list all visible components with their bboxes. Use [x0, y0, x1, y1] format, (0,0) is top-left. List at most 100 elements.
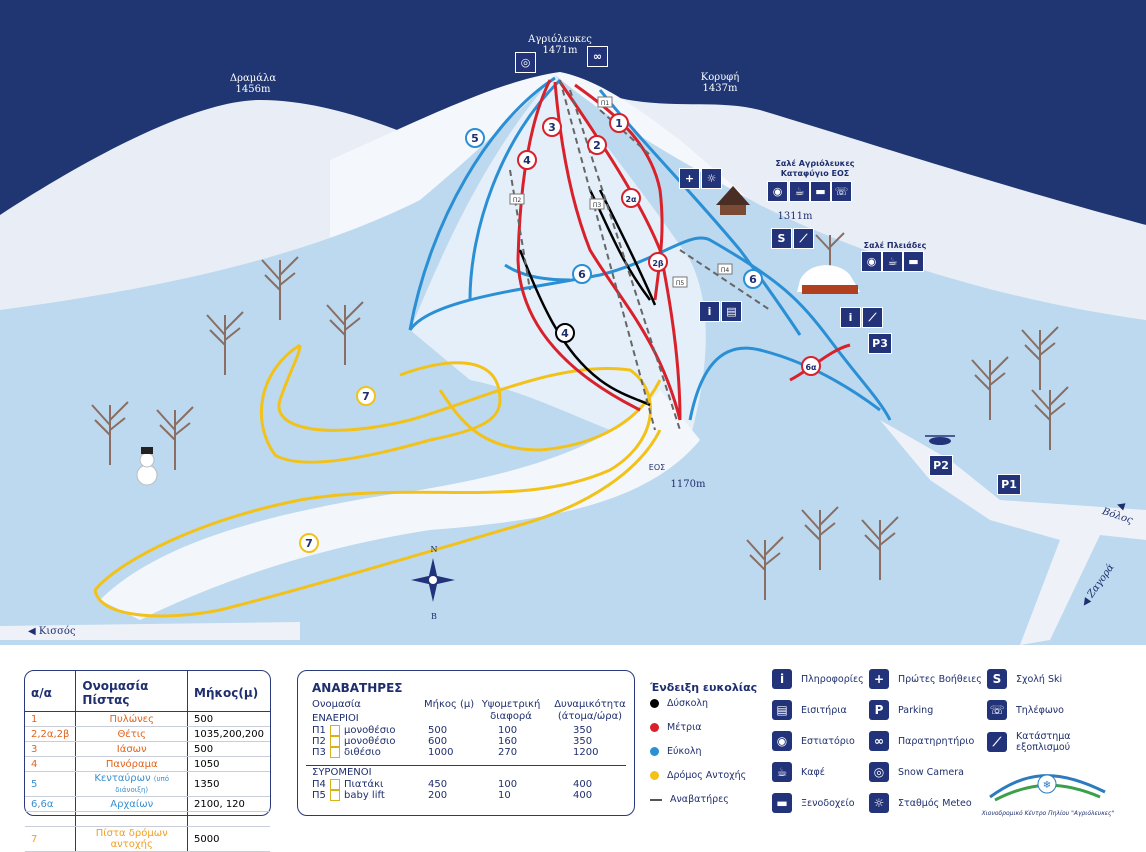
lifts-surface-label: ΣΥΡΟΜΕΝΟΙ: [312, 767, 372, 778]
lift-lines: [509, 79, 771, 431]
route-marker[interactable]: [801, 356, 821, 376]
route-marker-label: 6α: [805, 363, 817, 372]
service-item: ▬Ξενοδοχείο: [772, 793, 855, 813]
piste-num: 2,2α,2β: [25, 726, 76, 742]
col-length: Μήκος(μ): [187, 671, 270, 712]
route-marker[interactable]: [648, 252, 668, 272]
difficulty-item: Δύσκολη: [650, 698, 708, 709]
route-marker[interactable]: [542, 117, 562, 137]
road-kissos-label: ◀ Κισσός: [28, 626, 76, 637]
hotel-icon[interactable]: ▬: [903, 251, 924, 272]
piste-length: 1035,200,200: [187, 726, 270, 742]
difficulty-title: Ένδειξη ευκολίας: [650, 681, 758, 694]
difficulty-dot-icon: [650, 699, 659, 708]
restaurant-icon[interactable]: ◉: [767, 181, 788, 202]
lift-altitude: 10: [498, 790, 511, 801]
service-item: ☏Τηλέφωνο: [987, 700, 1097, 720]
lift-length: 450: [428, 779, 448, 790]
meteo-icon: ☼: [869, 793, 889, 813]
piste-num: 1: [25, 711, 76, 727]
service-label: Καφέ: [801, 766, 825, 778]
ski-rental-icon[interactable]: ⟋: [793, 228, 814, 249]
piste-length: 1050: [187, 756, 270, 772]
route-marker[interactable]: [572, 264, 592, 284]
service-item: ☼ Σταθμός Meteo: [869, 793, 972, 813]
route-marker-label: 7: [305, 537, 313, 550]
helicopter-icon: [925, 435, 955, 445]
route-marker[interactable]: [609, 113, 629, 133]
route-marker[interactable]: [555, 323, 575, 343]
ski-school-icon[interactable]: S: [771, 228, 792, 249]
coffee-icon[interactable]: ☕: [882, 251, 903, 272]
parking-p1[interactable]: P1: [997, 474, 1021, 495]
service-item: ☕Καφέ: [772, 762, 825, 782]
restaurant-icon: ◉: [772, 731, 792, 751]
lift-code: Π5: [312, 790, 326, 801]
piste-name: Πίστα δρόμων αντοχής: [75, 826, 189, 852]
route-marker[interactable]: [517, 150, 537, 170]
route-marker-label: 6: [578, 268, 586, 281]
parking-p3[interactable]: P3: [868, 333, 892, 354]
lift-altitude: 270: [498, 747, 518, 758]
base-altitude-label: 1170m: [670, 479, 706, 490]
lift-code: Π3: [312, 747, 326, 758]
restaurant-icon[interactable]: ◉: [861, 251, 882, 272]
coffee-icon[interactable]: ☕: [789, 181, 810, 202]
info-icon: i: [772, 669, 792, 689]
route-marker[interactable]: [356, 386, 376, 406]
ticket-icon[interactable]: ▤: [721, 301, 742, 322]
parking-p2[interactable]: P2: [929, 455, 953, 476]
route-marker[interactable]: [465, 128, 485, 148]
lift-type: διθέσιο: [344, 747, 381, 758]
service-label: Κατάστημα εξοπλισμού: [1016, 731, 1071, 753]
route-marker[interactable]: [587, 135, 607, 155]
ski-rental-icon[interactable]: ⟋: [862, 307, 883, 328]
lifts-col-len: Μήκος (μ): [424, 699, 475, 710]
binoculars-icon[interactable]: ∞: [587, 46, 608, 67]
piste-num: 4: [25, 756, 76, 772]
piste-num: 7: [25, 826, 76, 852]
meteo-icon[interactable]: ☼: [701, 168, 722, 189]
phone-icon: ☏: [987, 700, 1007, 720]
service-label: Σταθμός Meteo: [898, 797, 972, 809]
route-marker-label: 7: [362, 390, 370, 403]
phone-icon[interactable]: ☏: [831, 181, 852, 202]
info-icon[interactable]: i: [699, 301, 720, 322]
piste-length: 2100, 120: [187, 796, 270, 812]
binoculars-icon: ∞: [869, 731, 889, 751]
service-label: Εισιτήρια: [801, 704, 847, 716]
first-aid-icon[interactable]: +: [679, 168, 700, 189]
service-item: S Σχολή Ski: [987, 669, 1097, 689]
compass-south: B: [431, 612, 437, 621]
service-item: ◎Snow Camera: [869, 762, 964, 782]
piste-num: 6,6α: [25, 796, 76, 812]
piste-name: [75, 811, 189, 827]
route-marker-label: 5: [471, 132, 479, 145]
snow-camera-icon[interactable]: ◎: [515, 52, 536, 73]
service-label: Σχολή Ski: [1016, 673, 1063, 685]
mid-altitude-label: 1311m: [777, 211, 813, 222]
route-marker-label: 2α: [625, 195, 637, 204]
ski-school-icon: S: [987, 669, 1007, 689]
lifts-title: ΑΝΑΒΑΤΗΡΕΣ: [312, 681, 403, 695]
difficulty-item: Αναβατήρες: [650, 794, 729, 805]
logo-text: Χιονοδρομικό Κέντρο Πηλίου "Αγριόλευκες": [981, 810, 1115, 817]
route-marker[interactable]: [621, 188, 641, 208]
lift-length: 500: [428, 725, 448, 736]
route-marker[interactable]: [299, 533, 319, 553]
hotel-icon[interactable]: ▬: [810, 181, 831, 202]
route-marker[interactable]: [743, 269, 763, 289]
lift-length: 600: [428, 736, 448, 747]
difficulty-item: Δρόμος Αντοχής: [650, 770, 746, 781]
piste-num: 5: [25, 771, 76, 797]
piste-name: Πυλώνες: [75, 711, 189, 727]
info-icon[interactable]: i: [840, 307, 861, 328]
lift-type: Πιατάκι: [344, 779, 384, 790]
lift-dash-icon: [650, 798, 662, 801]
